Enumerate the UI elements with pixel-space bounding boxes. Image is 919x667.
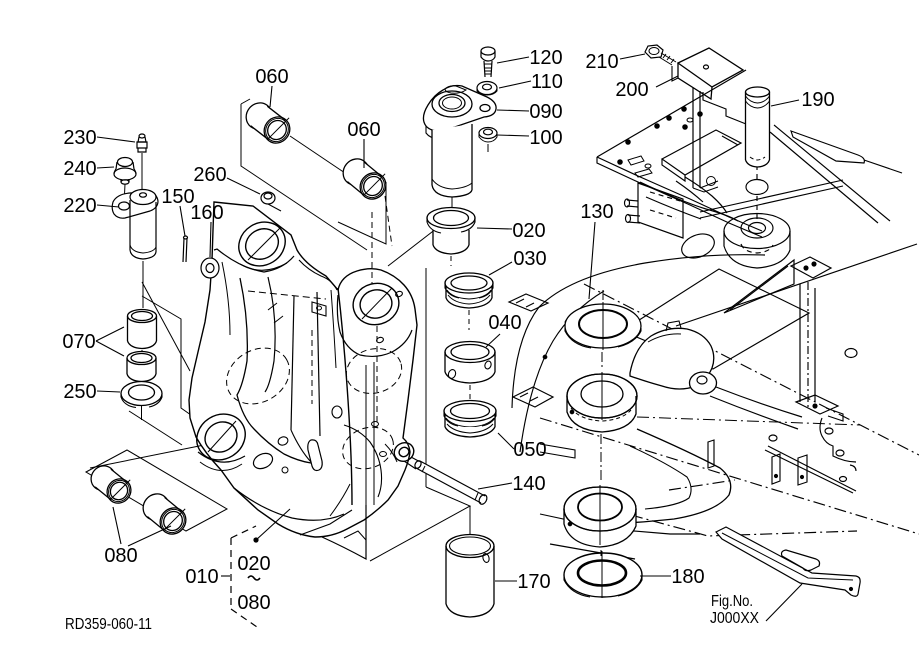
svg-text:190: 190	[801, 89, 834, 111]
svg-text:020: 020	[512, 220, 545, 242]
svg-text:100: 100	[529, 127, 562, 149]
svg-text:080: 080	[237, 592, 270, 614]
svg-text:260: 260	[193, 164, 226, 186]
svg-text:130: 130	[580, 201, 613, 223]
svg-text:060: 060	[347, 119, 380, 141]
svg-text:230: 230	[63, 127, 96, 149]
svg-text:180: 180	[671, 566, 704, 588]
svg-text:Fig.No.: Fig.No.	[711, 593, 753, 610]
svg-text:240: 240	[63, 158, 96, 180]
svg-text:200: 200	[615, 79, 648, 101]
svg-text:020: 020	[237, 553, 270, 575]
svg-text:080: 080	[104, 545, 137, 567]
svg-text:J000XX: J000XX	[710, 610, 759, 627]
svg-text:050: 050	[513, 439, 546, 461]
svg-text:220: 220	[63, 195, 96, 217]
svg-text:070: 070	[62, 331, 95, 353]
svg-text:150: 150	[161, 186, 194, 208]
svg-text:250: 250	[63, 381, 96, 403]
svg-text:140: 140	[512, 473, 545, 495]
svg-text:110: 110	[531, 71, 563, 93]
svg-text:040: 040	[488, 312, 521, 334]
svg-text:060: 060	[255, 66, 288, 88]
svg-text:010: 010	[185, 566, 218, 588]
svg-text:030: 030	[513, 248, 546, 270]
svg-text:RD359-060-11: RD359-060-11	[65, 616, 152, 633]
svg-text:160: 160	[190, 202, 223, 224]
svg-text:170: 170	[517, 571, 550, 593]
svg-text:210: 210	[585, 51, 618, 73]
svg-text:120: 120	[529, 47, 562, 69]
svg-text:090: 090	[529, 101, 562, 123]
